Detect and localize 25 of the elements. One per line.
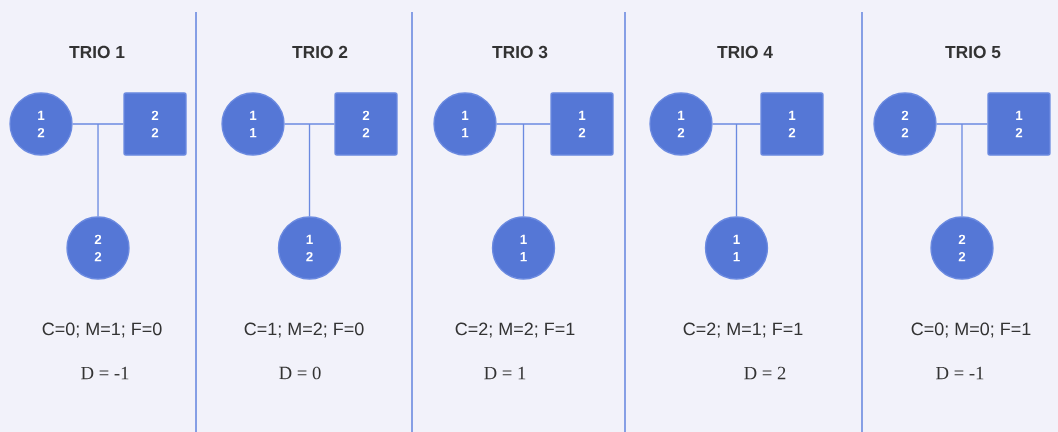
trio-heading: TRIO 2 (292, 45, 348, 59)
genotype-counts: C=0; M=0; F=1 (911, 322, 1031, 338)
difference-value: D = -1 (81, 366, 129, 380)
genotype-counts: C=0; M=1; F=0 (42, 322, 162, 338)
connector-line (308, 123, 311, 217)
connector-line (496, 123, 551, 125)
connector-line (97, 123, 99, 217)
genotype-counts: C=1; M=2; F=0 (244, 322, 364, 338)
connector-line (712, 123, 761, 125)
trio-heading: TRIO 1 (69, 45, 125, 59)
trio-heading: TRIO 5 (945, 45, 1001, 59)
difference-value: D = 2 (744, 366, 786, 380)
connector-line (284, 123, 335, 125)
genotype-counts: C=2; M=2; F=1 (455, 322, 575, 338)
genotype-counts: C=2; M=1; F=1 (683, 322, 803, 338)
connector-line (735, 123, 738, 217)
difference-value: D = 0 (279, 366, 321, 380)
connector-line (522, 123, 525, 217)
difference-value: D = 1 (484, 366, 526, 380)
trio-heading: TRIO 4 (717, 45, 773, 59)
connector-line (961, 123, 963, 217)
trio-heading: TRIO 3 (492, 45, 548, 59)
connector-line (72, 123, 124, 125)
difference-value: D = -1 (936, 366, 984, 380)
connector-line (936, 123, 988, 125)
